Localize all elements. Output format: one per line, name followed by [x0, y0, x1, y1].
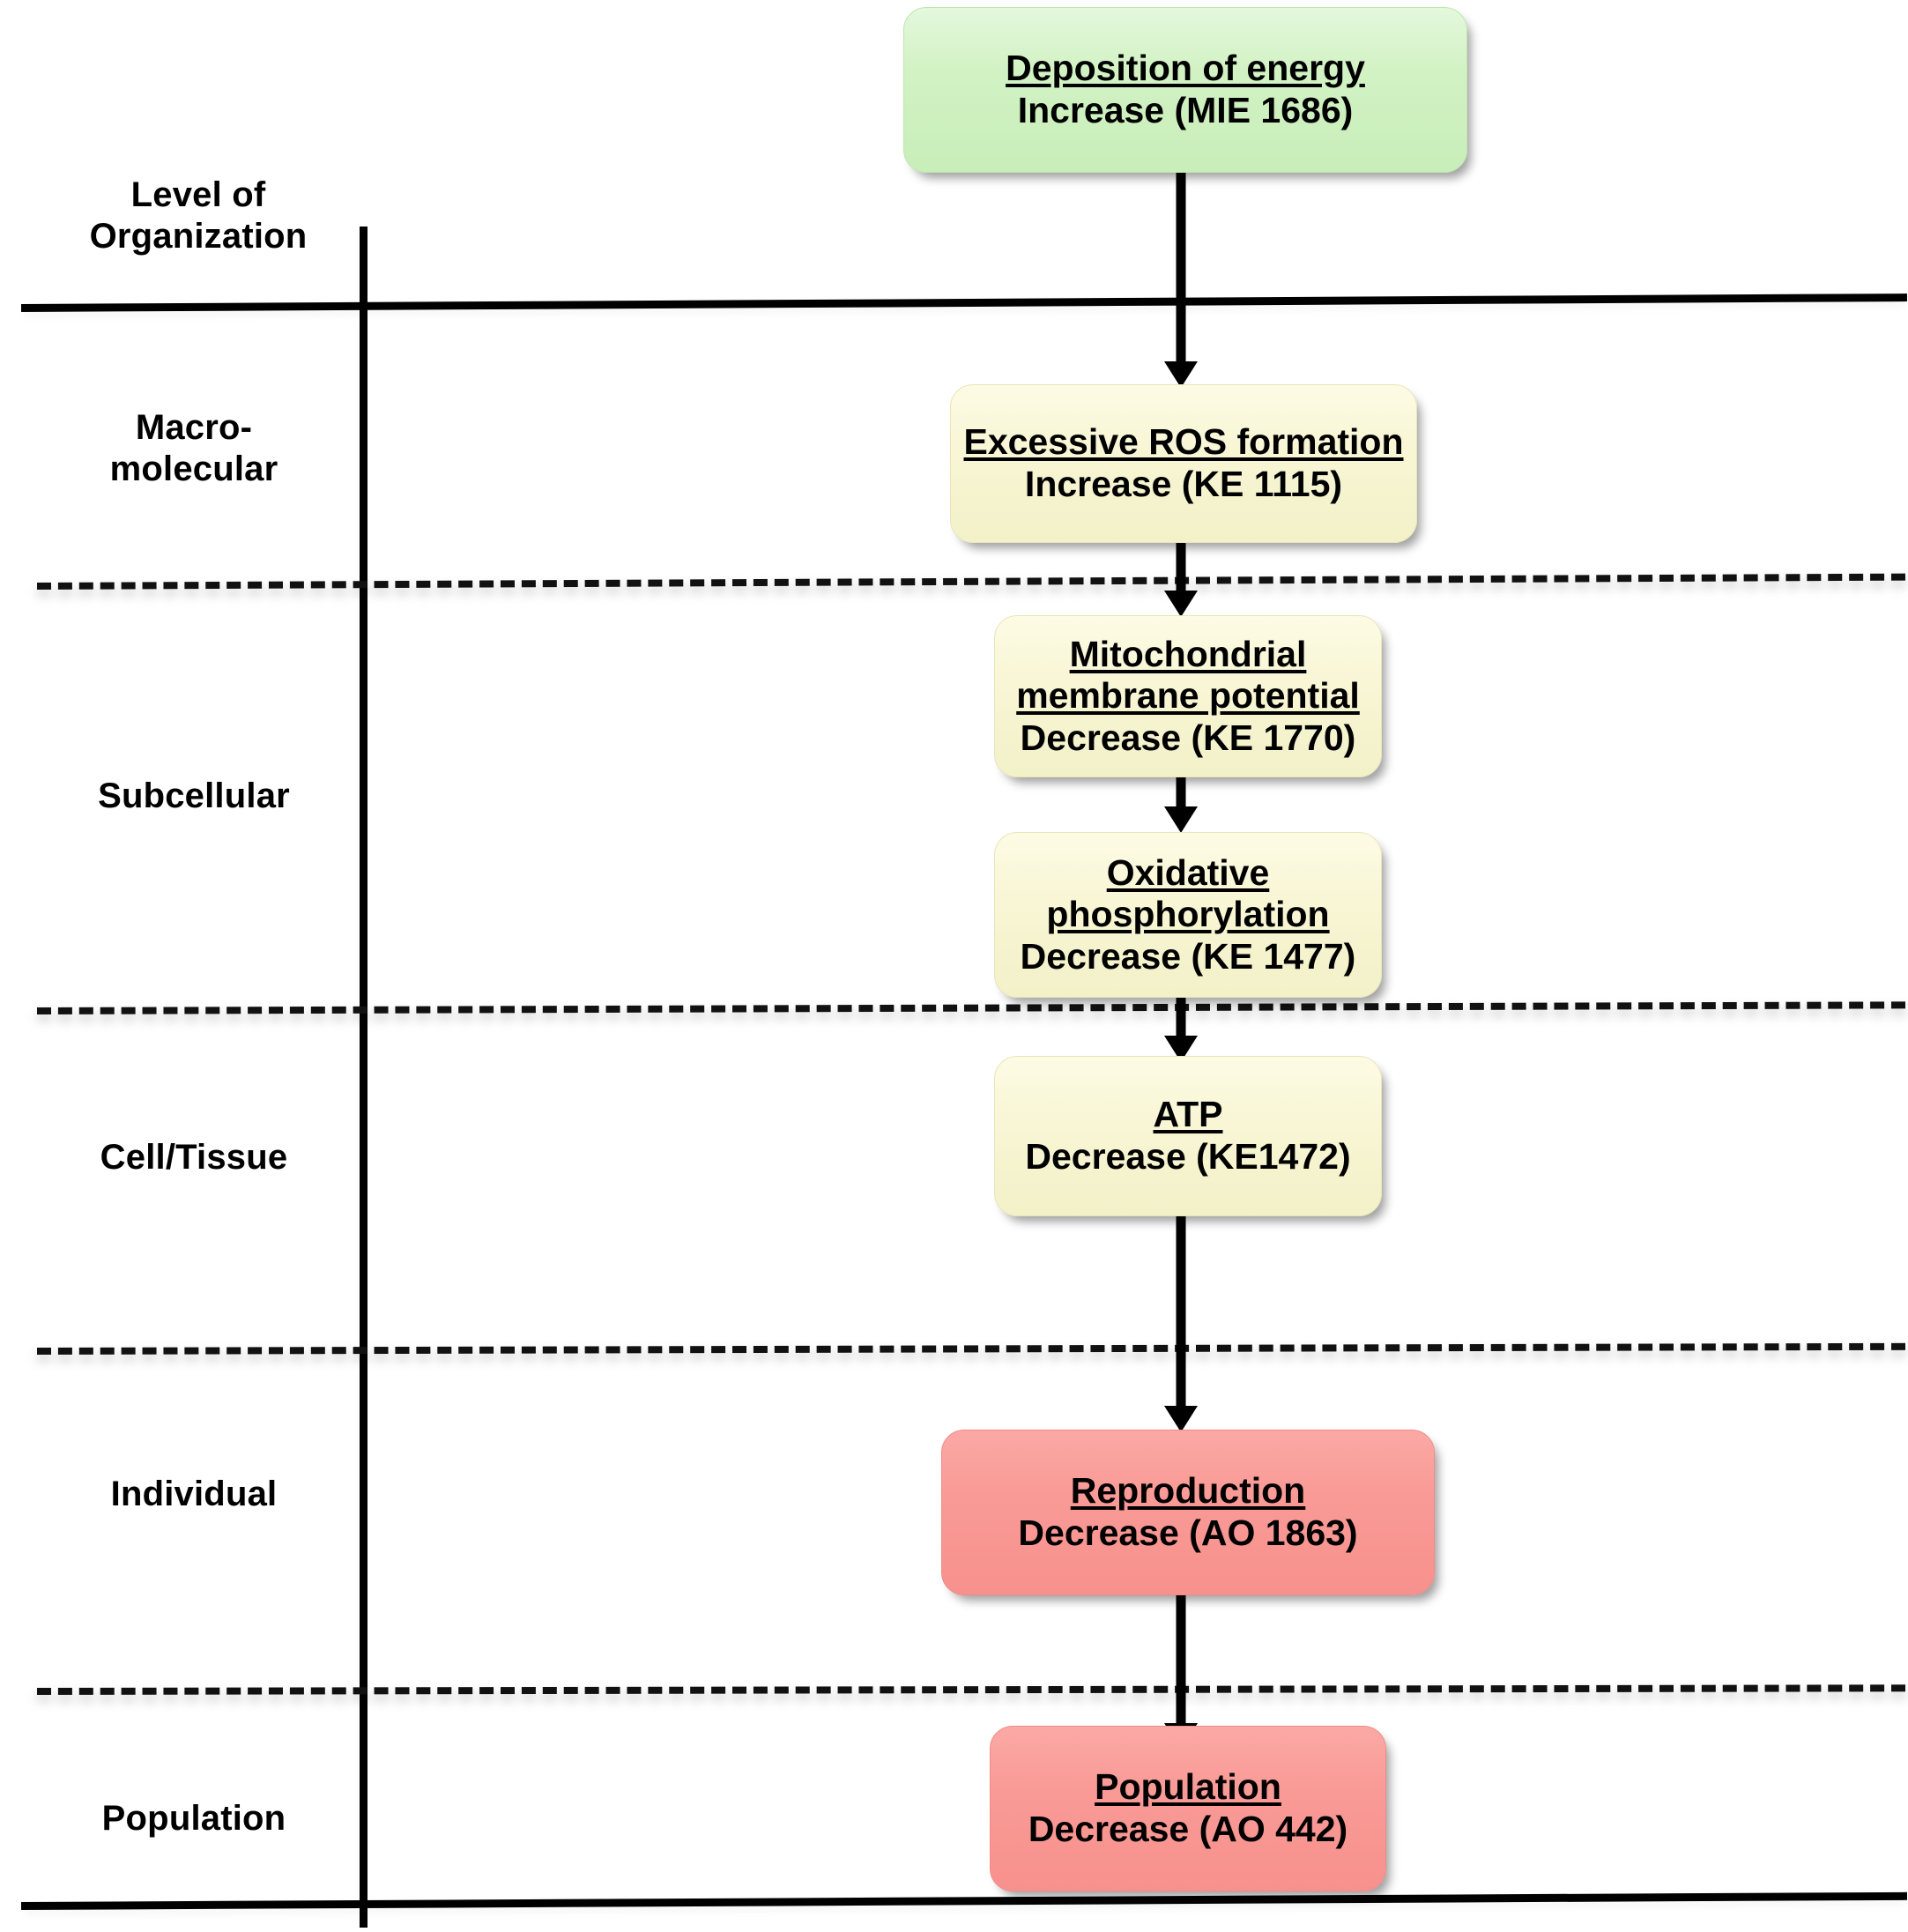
arrow-shaft	[1176, 993, 1186, 1039]
axis-caption-line1: Level of	[130, 175, 266, 214]
arrow-head	[1164, 591, 1198, 617]
node-subtitle: Decrease (AO 1863)	[1018, 1512, 1358, 1553]
divider-subcellular-cell-tissue	[36, 1001, 1906, 1014]
arrow-ke1115-to-ke1770	[1154, 539, 1207, 628]
divider-cell-tissue-individual	[36, 1342, 1906, 1355]
arrow-ke1770-to-ke1477	[1154, 773, 1207, 861]
node-title-line2: phosphorylation	[1046, 894, 1330, 935]
node-subtitle: Increase (MIE 1686)	[1017, 90, 1354, 130]
arrow-shaft	[1176, 1593, 1186, 1727]
bottom-axis-rule	[20, 1891, 1907, 1910]
node-ao-1863[interactable]: Reproduction Decrease (AO 1863)	[941, 1430, 1435, 1595]
arrow-shaft	[1176, 539, 1186, 594]
level-label-line1: Subcellular	[98, 777, 290, 815]
level-label-population: Population	[44, 1798, 344, 1839]
node-title-line1: Oxidative	[1106, 851, 1270, 893]
node-subtitle: Increase (KE 1115)	[1024, 464, 1343, 504]
arrow-head	[1164, 1406, 1198, 1432]
arrow-shaft	[1176, 773, 1186, 810]
divider-individual-population	[36, 1684, 1906, 1695]
arrow-head	[1164, 361, 1198, 388]
node-title: Reproduction	[1070, 1470, 1306, 1512]
level-label-line2: molecular	[109, 450, 278, 489]
divider-macromolecular-subcellular	[36, 573, 1905, 590]
top-axis-rule	[20, 294, 1907, 312]
node-ke-1472[interactable]: ATP Decrease (KE1472)	[994, 1056, 1382, 1216]
axis-caption: Level of Organization	[53, 175, 344, 257]
level-label-line1: Population	[101, 1799, 286, 1838]
arrow-ke1472-to-ao1863	[1154, 1214, 1207, 1443]
node-ao-442[interactable]: Population Decrease (AO 442)	[990, 1726, 1386, 1891]
node-mie-1686[interactable]: Deposition of energy Increase (MIE 1686)	[903, 7, 1467, 173]
node-ke-1770[interactable]: Mitochondrial membrane potential Decreas…	[994, 615, 1382, 777]
node-ke-1115[interactable]: Excessive ROS formation Increase (KE 111…	[950, 384, 1417, 543]
node-ke-1477[interactable]: Oxidative phosphorylation Decrease (KE 1…	[994, 832, 1382, 998]
arrow-shaft	[1176, 169, 1186, 365]
node-title: Excessive ROS formation	[963, 421, 1404, 463]
arrow-head	[1164, 806, 1198, 833]
level-label-subcellular: Subcellular	[44, 776, 344, 817]
node-title: Deposition of energy	[1006, 48, 1365, 89]
node-subtitle: Decrease (AO 442)	[1028, 1809, 1348, 1849]
node-title: Population	[1095, 1766, 1281, 1808]
level-label-line1: Individual	[110, 1475, 278, 1513]
axis-caption-line2: Organization	[89, 217, 308, 256]
node-subtitle: Decrease (KE 1477)	[1020, 935, 1356, 977]
node-subtitle: Decrease (KE 1770)	[1020, 717, 1356, 758]
node-title: ATP	[1153, 1094, 1223, 1135]
arrow-shaft	[1176, 1214, 1186, 1409]
arrow-mie1686-to-ke1115	[1154, 169, 1207, 390]
node-title-line2: membrane potential	[1016, 675, 1360, 717]
vertical-axis-line	[360, 227, 367, 1928]
level-label-line1: Cell/Tissue	[100, 1138, 288, 1177]
level-label-individual: Individual	[44, 1474, 344, 1515]
node-title-line1: Mitochondrial	[1069, 633, 1307, 674]
node-subtitle: Decrease (KE1472)	[1025, 1136, 1351, 1177]
level-label-macro-molecular: Macro- molecular	[44, 407, 344, 490]
level-label-line1: Macro-	[135, 408, 253, 447]
level-label-cell-tissue: Cell/Tissue	[44, 1137, 344, 1178]
